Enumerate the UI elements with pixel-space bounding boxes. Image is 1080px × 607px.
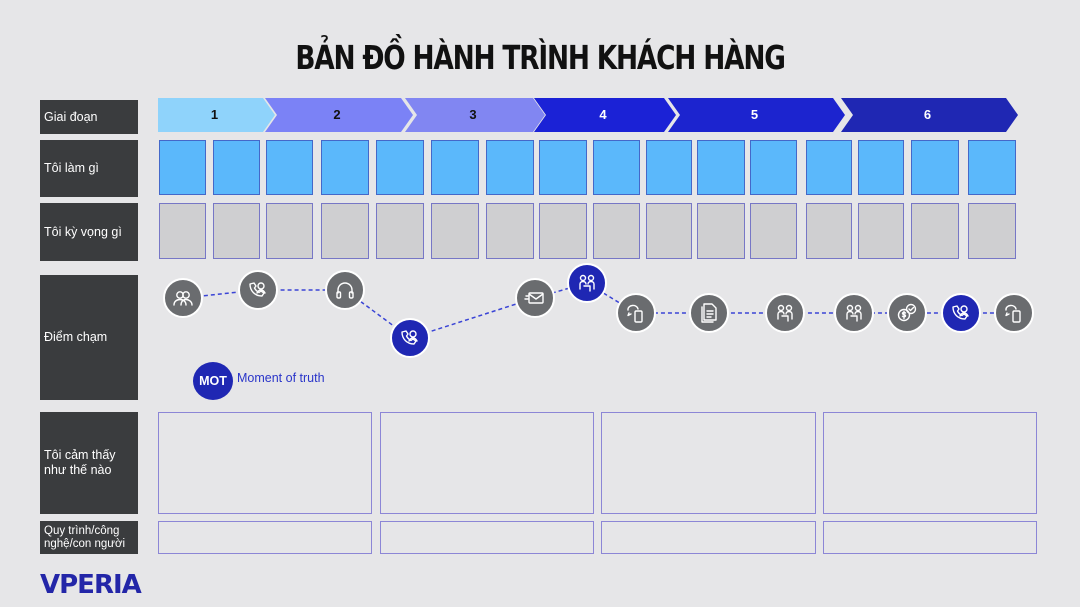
expectation-cell[interactable] xyxy=(266,203,313,259)
expectation-cell[interactable] xyxy=(911,203,959,259)
row-label-process: Quy trình/công nghệ/con người xyxy=(40,521,138,554)
touchpoint xyxy=(390,318,430,358)
touchpoint xyxy=(515,278,555,318)
stage-arrow-2: 2 xyxy=(265,98,413,132)
chat-mobile-icon xyxy=(1005,304,1021,323)
expectation-cell[interactable] xyxy=(376,203,424,259)
touchpoint xyxy=(238,270,278,310)
headphones-icon xyxy=(336,282,354,299)
stage-number: 5 xyxy=(750,107,759,122)
row-label-feel: Tôi cảm thấy như thế nào xyxy=(40,412,138,514)
row-label-expect: Tôi kỳ vọng gì xyxy=(40,203,138,261)
touchpoint xyxy=(834,293,874,333)
stage-number: 6 xyxy=(923,107,932,122)
stage-number: 4 xyxy=(599,107,607,122)
action-cell[interactable] xyxy=(858,140,904,195)
page-title: BẢN ĐỒ HÀNH TRÌNH KHÁCH HÀNG xyxy=(295,38,786,77)
expectation-cell[interactable] xyxy=(431,203,479,259)
action-cell[interactable] xyxy=(593,140,640,195)
expectation-cell[interactable] xyxy=(646,203,692,259)
touchpoint xyxy=(567,263,607,303)
touchpoint xyxy=(765,293,805,333)
row-label-stage: Giai đoạn xyxy=(40,100,138,134)
feel-box[interactable] xyxy=(380,412,594,514)
stage-number: 3 xyxy=(469,107,477,122)
expectation-cell[interactable] xyxy=(806,203,852,259)
row-label-touchpoint: Điểm chạm xyxy=(40,275,138,400)
action-cell[interactable] xyxy=(806,140,852,195)
touchpoint xyxy=(887,293,927,333)
group-icon xyxy=(173,291,193,306)
action-cell[interactable] xyxy=(968,140,1016,195)
touchpoint xyxy=(325,270,365,310)
meeting-icon xyxy=(777,304,793,322)
process-box[interactable] xyxy=(380,521,594,554)
touchpoint xyxy=(994,293,1034,333)
action-cell[interactable] xyxy=(213,140,260,195)
feel-box[interactable] xyxy=(158,412,372,514)
payment-icon xyxy=(897,303,917,322)
feel-box[interactable] xyxy=(601,412,816,514)
action-cell[interactable] xyxy=(697,140,745,195)
row-label-do: Tôi làm gì xyxy=(40,140,138,197)
stage-arrow-5: 5 xyxy=(668,98,845,132)
process-box[interactable] xyxy=(601,521,816,554)
stage-arrow-1: 1 xyxy=(158,98,275,132)
action-cell[interactable] xyxy=(159,140,206,195)
touchpoint xyxy=(163,278,203,318)
stage-number: 2 xyxy=(333,107,341,122)
phone-agent-icon xyxy=(952,305,969,320)
brand-logo: VPERIA xyxy=(40,570,142,600)
meeting-icon xyxy=(846,304,862,322)
mot-legend-text: Moment of truth xyxy=(237,371,325,385)
process-box[interactable] xyxy=(823,521,1037,554)
expectation-cell[interactable] xyxy=(593,203,640,259)
document-icon xyxy=(701,303,717,323)
mail-icon xyxy=(524,292,544,304)
expectation-cell[interactable] xyxy=(539,203,587,259)
action-cell[interactable] xyxy=(376,140,424,195)
process-box[interactable] xyxy=(158,521,372,554)
feel-box[interactable] xyxy=(823,412,1037,514)
stage-number: 1 xyxy=(210,107,219,122)
expectation-cell[interactable] xyxy=(159,203,206,259)
expectation-cell[interactable] xyxy=(213,203,260,259)
expectation-cell[interactable] xyxy=(750,203,797,259)
mot-badge: MOT xyxy=(193,362,233,400)
action-cell[interactable] xyxy=(911,140,959,195)
action-cell[interactable] xyxy=(266,140,313,195)
expectation-cell[interactable] xyxy=(486,203,534,259)
stage-arrow-4: 4 xyxy=(534,98,676,132)
expectation-cell[interactable] xyxy=(858,203,904,259)
expectation-cell[interactable] xyxy=(697,203,745,259)
chat-mobile-icon xyxy=(627,304,643,323)
expectation-cell[interactable] xyxy=(968,203,1016,259)
action-cell[interactable] xyxy=(486,140,534,195)
touchpoint xyxy=(941,293,981,333)
action-cell[interactable] xyxy=(431,140,479,195)
phone-agent-icon xyxy=(401,330,418,345)
action-cell[interactable] xyxy=(750,140,797,195)
touchpoint xyxy=(616,293,656,333)
action-cell[interactable] xyxy=(539,140,587,195)
stage-arrow-3: 3 xyxy=(405,98,545,132)
action-cell[interactable] xyxy=(646,140,692,195)
expectation-cell[interactable] xyxy=(321,203,369,259)
action-cell[interactable] xyxy=(321,140,369,195)
meeting-icon xyxy=(579,274,595,292)
stage-arrow-6: 6 xyxy=(841,98,1018,132)
touchpoint xyxy=(689,293,729,333)
phone-agent-icon xyxy=(249,282,266,297)
